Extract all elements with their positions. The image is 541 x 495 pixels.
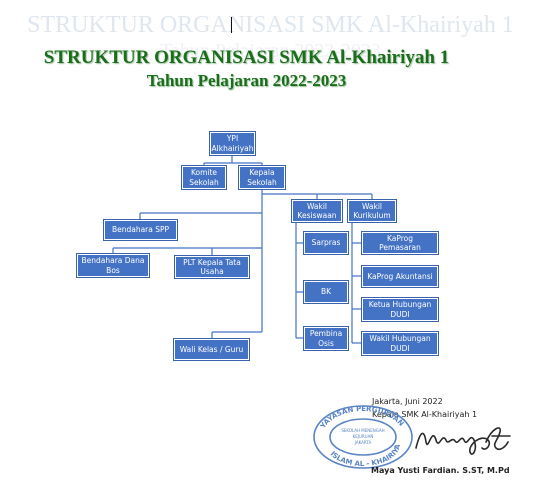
text-cursor [231,17,232,33]
handwritten-signature [415,427,511,455]
svg-text:SEKOLAH MENENGAH: SEKOLAH MENENGAH [341,428,384,433]
svg-text:JAKARTA: JAKARTA [354,440,372,445]
org-box-wakil-kurikulum: Wakil Kurikulum [347,199,397,223]
org-box-plt-tata-usaha: PLT Kepala Tata Usaha [174,255,250,279]
org-box-ketua-dudi: Ketua Hubungan DUDI [361,297,439,322]
org-box-pembina-osis: Pembina Osis [303,326,349,351]
org-box-bk: BK [303,280,349,304]
school-stamp-seal: YAYASAN PERGURUAN ISLAM AL - KHAIRIYAH S… [312,404,413,469]
org-box-bendahara-bos: Bendahara Dana Bos [76,253,150,278]
org-box-sarpras: Sarpras [303,231,349,255]
org-box-bendahara-spp: Bendahara SPP [103,219,178,241]
background-ghost-title: STRUKTUR ORGANISASI SMK Al-Khairiyah 1 [27,12,514,38]
org-box-wali-kelas: Wali Kelas / Guru [173,338,250,361]
signature-place-date: Jakarta, Juni 2022 [372,397,443,406]
signature-position: Kepala SMK Al-Khairiyah 1 [372,410,478,419]
org-box-kaprog-pemasaran: KaProg Pemasaran [361,231,439,255]
org-box-ypi: YPI Alkhairiyah [209,131,256,156]
svg-text:YAYASAN PERGURUAN: YAYASAN PERGURUAN [318,405,405,431]
org-box-komite: Komite Sekolah [181,165,227,190]
org-box-kepala-sekolah: Kepala Sekolah [238,165,286,190]
background-ghost-subtitle: Tahun Pelajaran 2022-2023 [160,40,381,62]
signature-name: Maya Yusti Fardian. S.ST, M.Pd [371,466,510,475]
document-title: STRUKTUR ORGANISASI SMK Al-Khairiyah 1 [43,47,450,68]
document-subtitle: Tahun Pelajaran 2022-2023 [146,71,347,90]
org-box-wakil-dudi: Wakil Hubungan DUDI [361,331,439,356]
svg-text:KEJURUAN: KEJURUAN [353,434,374,439]
org-box-kaprog-akuntansi: KaProg Akuntansi [361,265,439,288]
org-box-wakil-kesiswaan: Wakil Kesiswaan [291,199,343,223]
